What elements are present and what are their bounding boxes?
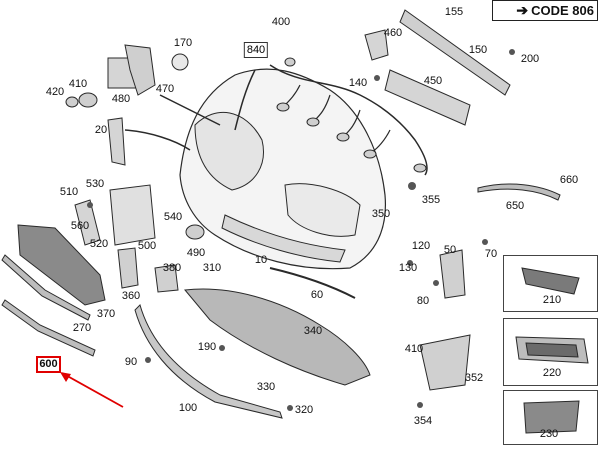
label-510: 510 xyxy=(59,186,79,198)
inset-box-220 xyxy=(503,318,598,386)
pointer-line-840 xyxy=(234,69,256,131)
label-410: 410 xyxy=(68,78,88,90)
label-20: 20 xyxy=(94,124,108,136)
bracket-20 xyxy=(107,117,126,166)
sensor-410 xyxy=(78,92,98,108)
inset-trim-220 xyxy=(515,336,589,364)
label-450: 450 xyxy=(423,75,443,87)
label-354: 354 xyxy=(413,415,433,427)
bracket-360 xyxy=(117,247,139,289)
trim-strip-60 xyxy=(269,267,356,299)
label-210: 210 xyxy=(542,294,562,306)
license-plate-bracket xyxy=(109,184,156,246)
label-350: 350 xyxy=(371,208,391,220)
wiring-harness xyxy=(269,64,428,176)
label-170: 170 xyxy=(173,37,193,49)
label-380: 380 xyxy=(162,262,182,274)
label-520: 520 xyxy=(89,238,109,250)
bumper-grille-opening xyxy=(194,111,264,191)
label-480: 480 xyxy=(111,93,131,105)
label-500: 500 xyxy=(137,240,157,252)
label-470: 470 xyxy=(155,83,175,95)
label-70: 70 xyxy=(484,248,498,260)
fog-lamp-490 xyxy=(185,224,205,240)
highlight-arrow-head xyxy=(60,372,71,382)
label-355: 355 xyxy=(421,194,441,206)
code-box: ➔ CODE 806 xyxy=(492,0,598,21)
label-220: 220 xyxy=(542,367,562,379)
front-spoiler-lip xyxy=(134,304,283,419)
label-140: 140 xyxy=(348,77,368,89)
label-120: 120 xyxy=(411,240,431,252)
label-490: 490 xyxy=(186,247,206,259)
inset-trim-230 xyxy=(523,400,580,434)
trim-strip-650 xyxy=(477,183,561,201)
arrow-right-icon: ➔ xyxy=(516,2,529,18)
label-650: 650 xyxy=(505,200,525,212)
bracket-470 xyxy=(124,44,156,96)
label-100: 100 xyxy=(178,402,198,414)
label-420: 420 xyxy=(45,86,65,98)
label-130: 130 xyxy=(398,262,418,274)
label-460: 460 xyxy=(383,27,403,39)
label-230: 230 xyxy=(539,428,559,440)
label-50: 50 xyxy=(443,244,457,256)
label-90: 90 xyxy=(124,356,138,368)
label-270: 270 xyxy=(72,322,92,334)
underbody-panel xyxy=(184,288,371,386)
pointer-line-20 xyxy=(124,129,191,151)
label-660: 660 xyxy=(559,174,579,186)
inset-box-210 xyxy=(503,255,598,312)
trim-strip-600 xyxy=(1,299,96,357)
bracket-520 xyxy=(74,199,101,246)
code-label: CODE 806 xyxy=(531,3,594,18)
lower-grille-mesh xyxy=(17,224,106,306)
bracket-460 xyxy=(364,29,389,61)
sensor-420 xyxy=(65,96,79,108)
inset-box-230 xyxy=(503,390,598,445)
side-bracket-352 xyxy=(419,334,471,391)
label-560: 560 xyxy=(70,220,90,232)
label-400: 400 xyxy=(271,16,291,28)
label-200: 200 xyxy=(520,53,540,65)
pointer-line-470 xyxy=(159,94,221,126)
label-150: 150 xyxy=(468,44,488,56)
label-60: 60 xyxy=(310,289,324,301)
inset-grille-210 xyxy=(521,267,580,295)
label-190: 190 xyxy=(197,341,217,353)
bracket-50 xyxy=(439,249,466,299)
label-330: 330 xyxy=(256,381,276,393)
label-410b: 410 xyxy=(404,343,424,355)
highlight-arrow-line xyxy=(61,372,124,408)
label-600-highlighted: 600 xyxy=(36,356,61,373)
label-10: 10 xyxy=(254,254,268,266)
harness-branch-4 xyxy=(371,129,391,153)
label-80: 80 xyxy=(416,295,430,307)
trim-strip-150 xyxy=(399,9,511,96)
label-320: 320 xyxy=(294,404,314,416)
label-840: 840 xyxy=(243,42,269,58)
label-340: 340 xyxy=(303,325,323,337)
label-352: 352 xyxy=(464,372,484,384)
trim-strip-270 xyxy=(1,254,91,321)
emblem-170 xyxy=(171,53,189,71)
label-530: 530 xyxy=(85,178,105,190)
bracket-450 xyxy=(384,69,471,126)
label-310: 310 xyxy=(202,262,222,274)
label-370: 370 xyxy=(96,308,116,320)
label-540: 540 xyxy=(163,211,183,223)
bracket-380 xyxy=(154,264,179,293)
label-360: 360 xyxy=(121,290,141,302)
bumper-lower-intake xyxy=(221,214,346,263)
bumper-right-intake xyxy=(284,183,361,237)
label-155: 155 xyxy=(444,6,464,18)
